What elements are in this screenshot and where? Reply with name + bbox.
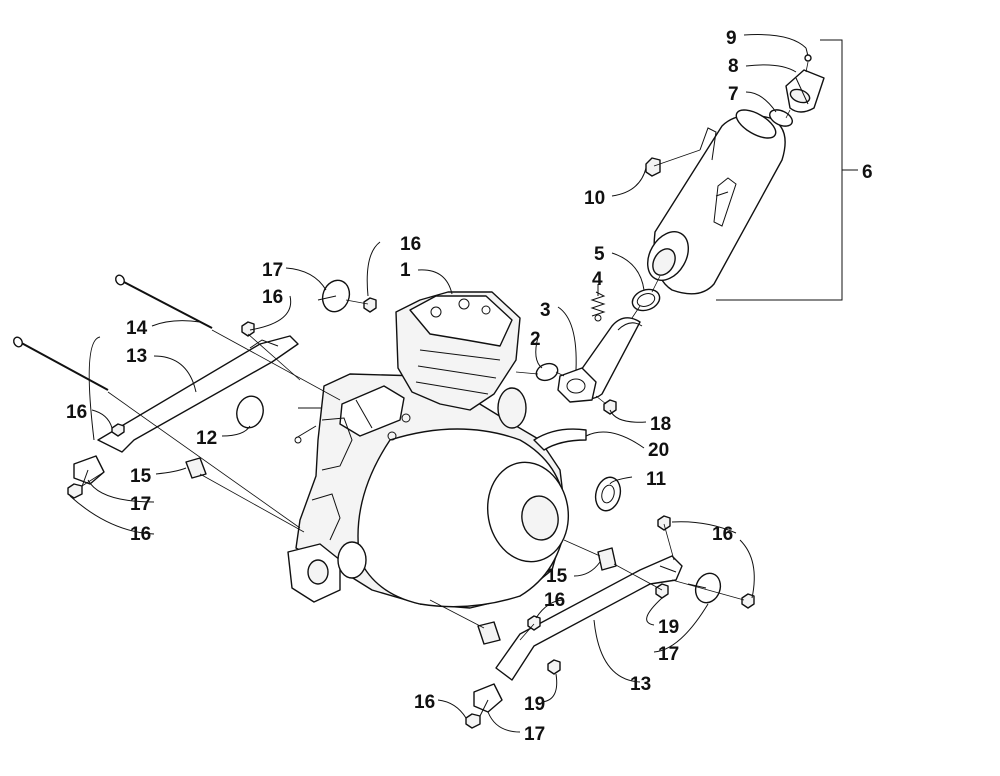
- callout-16-top: 16: [400, 234, 421, 255]
- mount-nut-left-top: [241, 321, 255, 337]
- engine-mount-bracket-left: [97, 335, 299, 453]
- callout-8: 8: [728, 56, 739, 77]
- callout-14: 14: [126, 318, 148, 339]
- spacer-right-lower: [477, 621, 501, 645]
- header-nut: [603, 399, 617, 415]
- callout-labels: 1 2 3 4 5 6 7 8 9 10 11 12 13 13 14 15 1…: [66, 28, 873, 745]
- upper-nut: [363, 297, 377, 313]
- callout-5: 5: [594, 244, 605, 265]
- callout-15-left: 15: [130, 466, 152, 487]
- callout-17-bottom: 17: [524, 724, 545, 745]
- mount-nut-right-top: [657, 515, 671, 531]
- upper-dampener: [317, 279, 351, 313]
- mount-dampener-lower: [473, 683, 503, 721]
- mount-nut-19-lower: [547, 659, 561, 675]
- mount-nut-19-upper: [655, 583, 669, 599]
- mount-nut-lower: [465, 713, 481, 729]
- callout-1: 1: [400, 260, 411, 281]
- callout-12: 12: [196, 428, 217, 449]
- callout-19-right: 19: [658, 617, 679, 638]
- callout-10: 10: [584, 188, 605, 209]
- dampener: [236, 395, 264, 429]
- callout-18: 18: [650, 414, 671, 435]
- mount-nut-left-mid: [111, 423, 125, 437]
- callout-4: 4: [592, 269, 603, 290]
- callout-16-bottom: 16: [414, 692, 435, 713]
- mount-bolt-lower: [13, 336, 109, 391]
- leader-lines: [69, 34, 807, 733]
- callout-15-right: 15: [546, 566, 568, 587]
- callout-16-right: 16: [712, 524, 733, 545]
- callout-16-mid: 16: [544, 590, 565, 611]
- engine-mount-bracket-right: [495, 555, 683, 681]
- callout-2: 2: [530, 329, 541, 350]
- callout-16-left: 16: [66, 402, 87, 423]
- callout-13-right: 13: [630, 674, 651, 695]
- exhaust-seal: [631, 288, 661, 312]
- callout-19-bottom: 19: [524, 694, 545, 715]
- muffler-nut: [645, 157, 661, 177]
- spark-arrestor-gasket: [769, 109, 793, 127]
- callout-17-top: 17: [262, 260, 283, 281]
- callout-6: 6: [862, 162, 873, 183]
- mount-dampener-right: [687, 572, 722, 604]
- grommet: [594, 476, 622, 512]
- callout-17-right: 17: [658, 644, 679, 665]
- engine-shield: [533, 428, 587, 451]
- mount-nut-left-bottom: [67, 483, 83, 499]
- callout-16-bottom-left: 16: [130, 524, 151, 545]
- callout-7: 7: [728, 84, 739, 105]
- mount-nut-right-mid: [527, 615, 541, 631]
- mount-nut-right: [741, 593, 755, 609]
- callout-3: 3: [540, 300, 551, 321]
- arrestor-screw: [804, 47, 812, 62]
- assembly-lines: [81, 61, 809, 641]
- callout-13-left: 13: [126, 346, 147, 367]
- exhaust-spring: [590, 291, 606, 322]
- callout-16-upper-left: 16: [262, 287, 283, 308]
- callout-9: 9: [726, 28, 737, 49]
- spacer-right-upper: [597, 547, 617, 571]
- spark-arrestor: [785, 69, 825, 113]
- muffler-assembly: [647, 109, 786, 295]
- spacer-left: [185, 457, 207, 479]
- callout-17-left: 17: [130, 494, 151, 515]
- callout-20: 20: [648, 440, 669, 461]
- header-pipe: [557, 317, 643, 403]
- callout-11: 11: [646, 469, 667, 490]
- engine: [287, 291, 570, 609]
